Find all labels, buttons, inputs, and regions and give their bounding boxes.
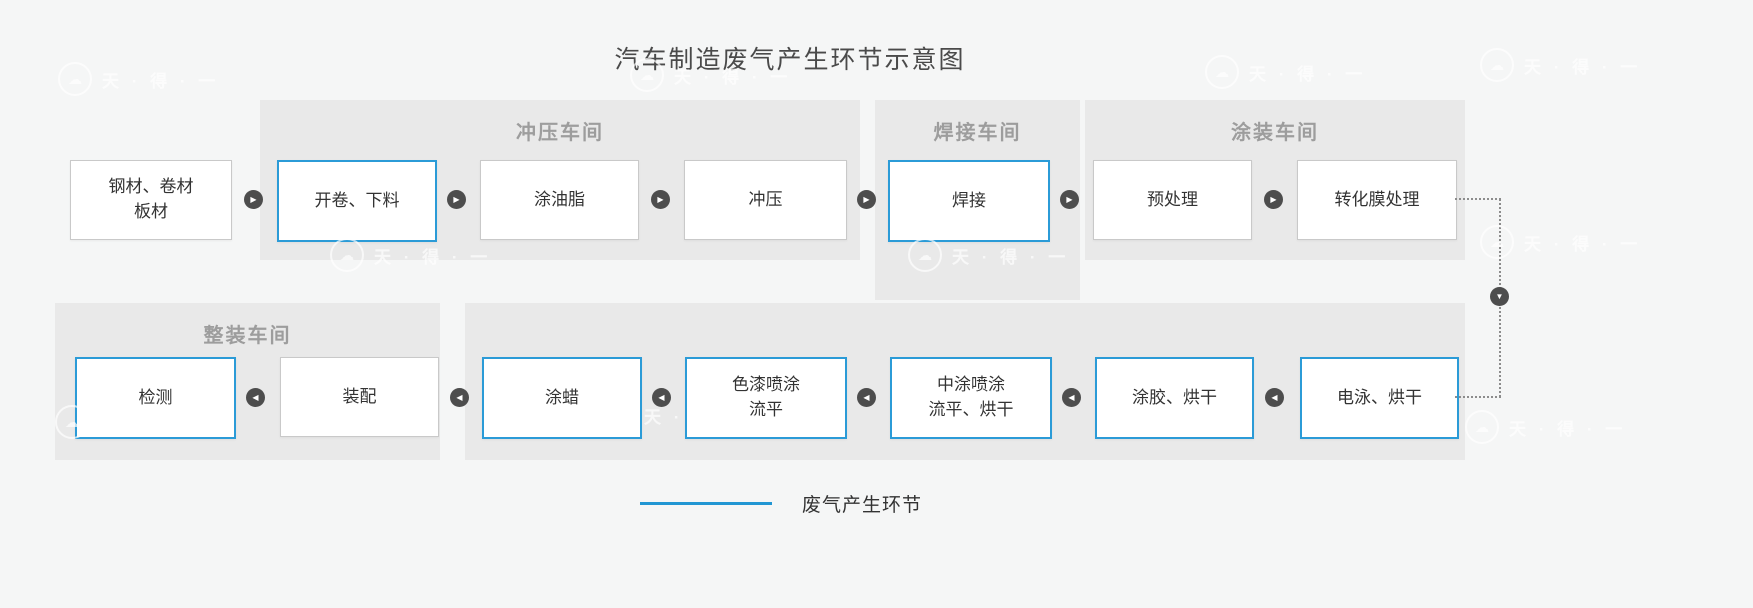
flow-arrow-right-icon: ▶ xyxy=(857,190,876,209)
legend: 废气产生环节 xyxy=(640,490,922,517)
flow-arrow-right-icon: ▶ xyxy=(1060,190,1079,209)
flow-arrow-left-icon: ◀ xyxy=(857,388,876,407)
flow-arrow-left-icon: ◀ xyxy=(246,388,265,407)
legend-label: 废气产生环节 xyxy=(802,495,923,516)
node-label: 预处理 xyxy=(1147,189,1198,209)
node-label: 开卷、下料 xyxy=(314,190,400,210)
group-label-stamping: 冲压车间 xyxy=(516,122,604,144)
watermark-text: 天 · 得 · 一 xyxy=(1524,234,1642,254)
node-label: 涂油脂 xyxy=(534,189,585,209)
node-inspection: 检测 xyxy=(75,357,236,439)
node-label: 焊接 xyxy=(952,190,986,210)
flow-arrow-left-icon: ◀ xyxy=(1265,388,1284,407)
node-label: 钢材、卷材 板材 xyxy=(108,177,194,221)
legend-waste-gas-line xyxy=(640,502,772,505)
watermark: ☁ 天 · 得 · 一 xyxy=(1480,225,1641,259)
node-assembly: 装配 xyxy=(280,357,439,437)
node-welding: 焊接 xyxy=(888,160,1050,242)
node-label: 转化膜处理 xyxy=(1334,189,1420,209)
node-stamping: 冲压 xyxy=(684,160,847,240)
node-label: 涂胶、烘干 xyxy=(1132,387,1217,407)
node-conversion-film: 转化膜处理 xyxy=(1297,160,1457,240)
flow-arrow-right-icon: ▶ xyxy=(447,190,466,209)
flow-arrow-down-icon: ▼ xyxy=(1490,287,1509,306)
dotted-connector-bottom xyxy=(1455,396,1501,398)
node-electrophoresis-drying: 电泳、烘干 xyxy=(1300,357,1459,439)
node-steel-material: 钢材、卷材 板材 xyxy=(70,160,232,240)
node-mid-coat: 中涂喷涂 流平、烘干 xyxy=(890,357,1052,439)
node-label: 电泳、烘干 xyxy=(1337,387,1422,407)
node-label: 中涂喷涂 流平、烘干 xyxy=(928,375,1014,419)
cloud-logo-icon: ☁ xyxy=(1480,225,1514,259)
node-label: 冲压 xyxy=(748,189,783,209)
node-pretreatment: 预处理 xyxy=(1093,160,1252,240)
group-label-painting: 涂装车间 xyxy=(1231,122,1319,144)
node-label: 检测 xyxy=(138,387,173,407)
group-label-welding: 焊接车间 xyxy=(933,122,1022,144)
flow-arrow-right-icon: ▶ xyxy=(651,190,670,209)
node-uncoil-blanking: 开卷、下料 xyxy=(277,160,437,242)
cloud-logo-icon: ☁ xyxy=(1465,410,1499,444)
node-label: 装配 xyxy=(342,386,377,406)
node-label: 色漆喷涂 流平 xyxy=(732,375,800,419)
group-label-assembly: 整装车间 xyxy=(203,325,292,347)
page-title: 汽车制造废气产生环节示意图 xyxy=(614,46,966,74)
node-label: 涂蜡 xyxy=(545,387,579,407)
node-color-coat: 色漆喷涂 流平 xyxy=(685,357,847,439)
dotted-connector-top xyxy=(1455,198,1501,200)
watermark: ☁ 天 · 得 · 一 xyxy=(1465,410,1626,444)
node-waxing: 涂蜡 xyxy=(482,357,642,439)
node-greasing: 涂油脂 xyxy=(480,160,639,240)
flow-arrow-right-icon: ▶ xyxy=(1264,190,1283,209)
flow-arrow-left-icon: ◀ xyxy=(652,388,671,407)
flow-arrow-right-icon: ▶ xyxy=(244,190,263,209)
flow-arrow-left-icon: ◀ xyxy=(450,388,469,407)
flow-arrow-left-icon: ◀ xyxy=(1062,388,1081,407)
watermark-text: 天 · 得 · 一 xyxy=(1509,419,1627,439)
node-gluing-drying: 涂胶、烘干 xyxy=(1095,357,1254,439)
